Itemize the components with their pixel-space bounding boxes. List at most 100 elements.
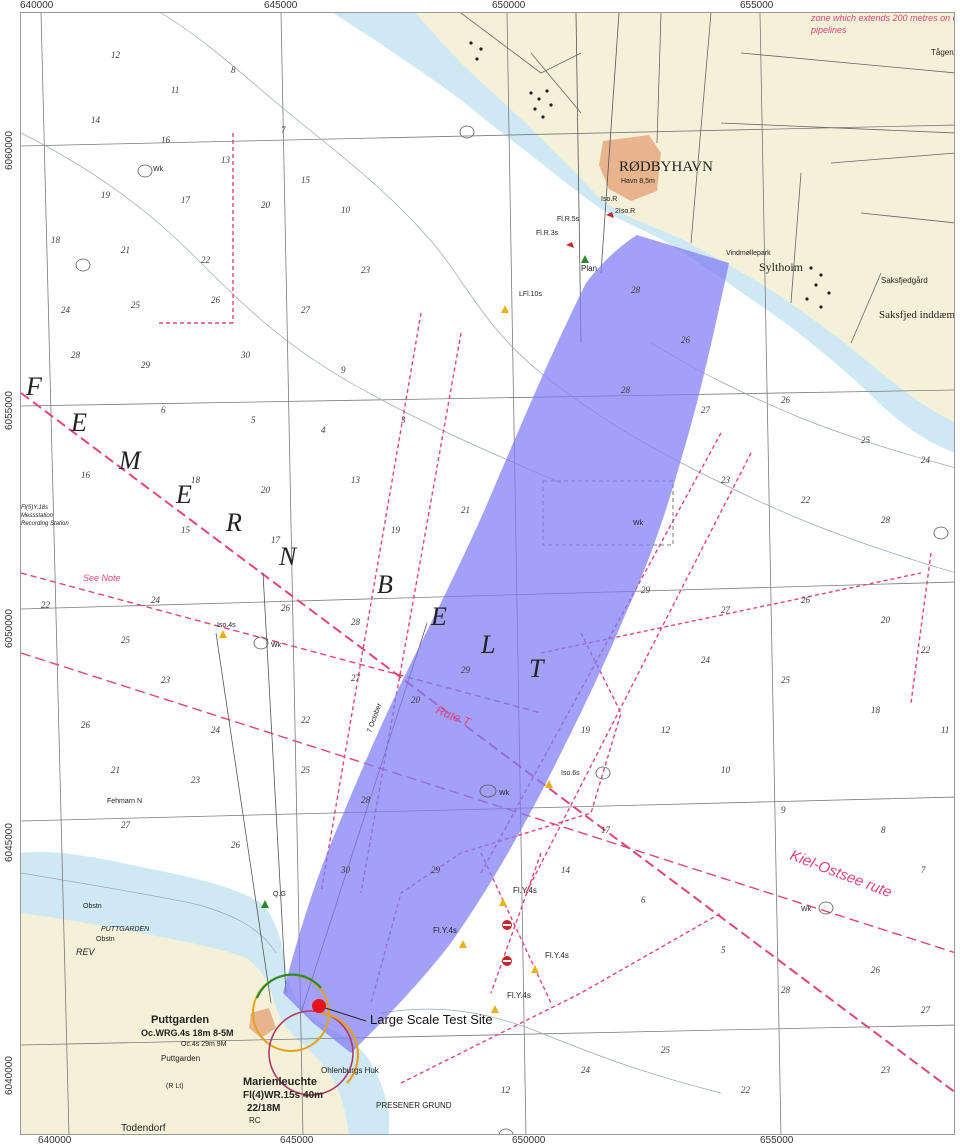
depth-sounding: 29 [431,865,441,875]
depth-sounding: 20 [261,200,271,210]
light-2iso-r: 2Iso.R [615,208,635,215]
place-puttgarden: Puttgarden [151,1014,209,1026]
fehmarn-land [21,913,349,1134]
light-sector-magenta [268,1010,354,1096]
puttgarden-town [249,1008,276,1038]
sea-letter-6: B [377,570,393,599]
depth-sounding: 24 [151,595,161,605]
axis-top-x-1: 645000 [264,0,298,11]
depth-sounding: 27 [921,1005,931,1015]
depth-sounding: 4 [321,425,326,435]
depth-sounding: 25 [301,765,311,775]
depth-sounding: 22 [921,645,931,655]
depth-sounding: 28 [621,385,631,395]
forest-dots [469,41,831,309]
depth-sounding: 12 [501,1085,511,1095]
place-rodbyhavn-sub: Havn 8,5m [621,178,655,185]
depth-sounding: 24 [211,725,221,735]
depth-sounding: 14 [561,865,571,875]
depth-sounding: 13 [221,155,231,165]
depth-sounding: 7 [281,125,286,135]
depth-sounding: 25 [661,1045,671,1055]
depth-sounding: 12 [111,50,121,60]
axis-top-x-2: 650000 [492,0,526,11]
depth-sounding: 6 [641,895,646,905]
depth-sounding: 11 [171,85,179,95]
depth-sounding: 23 [191,775,201,785]
light-station: Fl(5)Y.18s [21,505,48,511]
depth-sounding: 19 [391,525,401,535]
depth-sounding: 26 [801,595,811,605]
place-ohlenburgs-huk: Ohlenburgs Huk [321,1066,380,1075]
depth-sounding: 5 [721,945,726,955]
buoys [219,212,614,1013]
light-iso-r: Iso.R [601,196,617,203]
depth-sounding: 28 [71,350,81,360]
wreck-label-c: Wk [499,790,510,797]
depth-sounding: 8 [881,825,886,835]
depth-sounding: 28 [631,285,641,295]
depth-sounding: 25 [781,675,791,685]
sea-letter-5: N [278,542,298,571]
depth-sounding: 24 [581,1065,591,1075]
depth-sounding: 26 [781,395,791,405]
depth-sounding: 28 [881,515,891,525]
light-fly-4s-a: Fl.Y.4s [513,886,537,895]
depth-sounding: 24 [61,305,71,315]
depth-sounding: 24 [701,655,711,665]
depth-sounding: 16 [161,135,171,145]
axis-left-y-2: 6050000 [4,609,15,648]
place-rev: REV [76,947,96,957]
depth-sounding: 11 [941,725,949,735]
depth-sounding: 24 [921,455,931,465]
depth-sounding: 10 [341,205,351,215]
depth-sounding: 28 [351,617,361,627]
depth-sounding: 3 [400,415,406,425]
depth-sounding: 29 [141,360,151,370]
lolland-land [416,13,954,422]
test-site-marker[interactable] [312,999,326,1013]
depth-sounding: 5 [251,415,256,425]
depth-sounding: 26 [211,295,221,305]
light-station-3: Recording Station [21,521,69,527]
light-iso-6s: Iso.6s [561,770,580,777]
place-puttgarden-light-2: Oc.4s 29m 9M [181,1041,227,1048]
land-roads [460,13,954,344]
depth-sounding: 9 [781,805,786,815]
place-marienleuchte-light: Fl(4)WR.15s 40m [243,1090,323,1101]
depth-sounding: 26 [281,603,291,613]
place-obstn-1: Obstn [83,903,102,910]
wreck-label-b: Wk [271,642,282,649]
axis-bottom-x-1: 645000 [280,1135,314,1146]
light-sector-green [255,973,322,999]
depth-sounding: 21 [111,765,120,775]
light-flr-5s: Fl.R.5s [557,216,580,223]
axis-bottom-x-0: 640000 [38,1135,72,1146]
depth-sounding: 22 [301,715,311,725]
pipeline-note: zone which extends 200 metres on each [810,13,955,23]
depth-sounding: 28 [781,985,791,995]
depth-sounding: 20 [261,485,271,495]
depth-sounding: 13 [351,475,361,485]
light-qg: Q.G [273,891,286,898]
sea-name-femern-belt: F E M E R N B E L T [25,372,545,683]
pipeline-note-2: pipelines [810,25,847,35]
depth-sounding: 18 [191,475,201,485]
depth-sounding: 27 [721,605,731,615]
depth-sounding: 18 [51,235,61,245]
depth-sounding: 26 [871,965,881,975]
place-todendorf: Todendorf [121,1123,166,1134]
sea-letter-2: M [118,446,142,475]
depth-sounding: 25 [861,435,871,445]
place-saksfjed-inddaemn: Saksfjed inddæmn [879,309,955,321]
depth-sounding: 23 [161,675,171,685]
place-obstn-2: Obstn [96,936,115,943]
nautical-chart[interactable]: zone which extends 200 metres on each pi… [20,12,955,1135]
depth-sounding: 23 [361,265,371,275]
place-fehmarn-n: Fehmarn N [107,798,142,805]
light-fly-4s-b: Fl.Y.4s [433,926,457,935]
site-leader-line [318,1005,367,1022]
depth-sounding: 27 [701,405,711,415]
depth-sounding: 21 [121,245,130,255]
sea-letter-8: L [480,630,495,659]
